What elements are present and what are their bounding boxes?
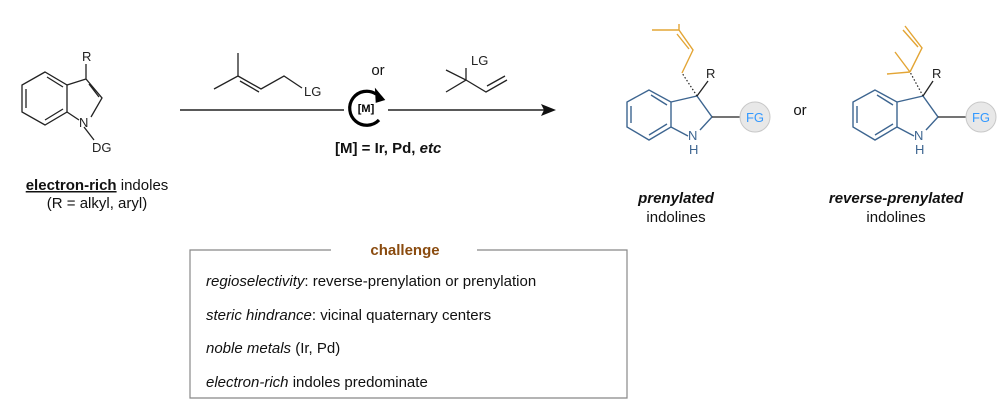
challenge-item: regioselectivity: reverse-prenylation or… (206, 273, 536, 290)
indole-substrate: R N DG (21, 49, 112, 155)
reaction-arrow (180, 104, 556, 116)
r-label: R (706, 66, 715, 81)
h-label: H (915, 142, 924, 157)
n-label: N (79, 115, 88, 130)
challenge-title: challenge (370, 242, 439, 259)
lg-label: LG (304, 84, 321, 99)
challenge-box: challenge regioselectivity: reverse-pren… (189, 242, 628, 399)
dg-label: DG (92, 140, 112, 155)
catalytic-cycle-icon: [M] (348, 87, 386, 127)
r-label: R (82, 49, 91, 64)
challenge-item: noble metals (Ir, Pd) (206, 340, 340, 357)
reverse-prenyl-reagent: LG (445, 53, 508, 93)
h-label: H (689, 142, 698, 157)
r-label: R (932, 66, 941, 81)
metal-label: [M] = Ir, Pd, etc (335, 140, 442, 157)
n-label: N (914, 128, 923, 143)
or-label: or (793, 102, 806, 119)
prenylated-subtitle: indolines (646, 209, 705, 226)
challenge-item: electron-rich indoles predominate (206, 374, 428, 391)
reverse-prenylated-indoline: R FG N H (852, 25, 997, 157)
reverse-prenylated-subtitle: indolines (866, 209, 925, 226)
n-label: N (688, 128, 697, 143)
substrate-caption-line2: (R = alkyl, aryl) (47, 195, 147, 212)
lg-label: LG (471, 53, 488, 68)
catalyst-label: [M] (358, 103, 375, 115)
prenylated-title: prenylated (637, 190, 715, 207)
fg-badge: FG (972, 110, 990, 125)
prenyl-reagent: LG (213, 53, 321, 99)
or-label: or (371, 62, 384, 79)
reverse-prenylated-title: reverse-prenylated (829, 190, 964, 207)
challenge-item: steric hindrance: vicinal quaternary cen… (206, 307, 491, 324)
fg-badge: FG (746, 110, 764, 125)
prenylated-indoline: R FG N H (626, 24, 771, 157)
substrate-caption: electron-rich indoles (26, 177, 169, 194)
